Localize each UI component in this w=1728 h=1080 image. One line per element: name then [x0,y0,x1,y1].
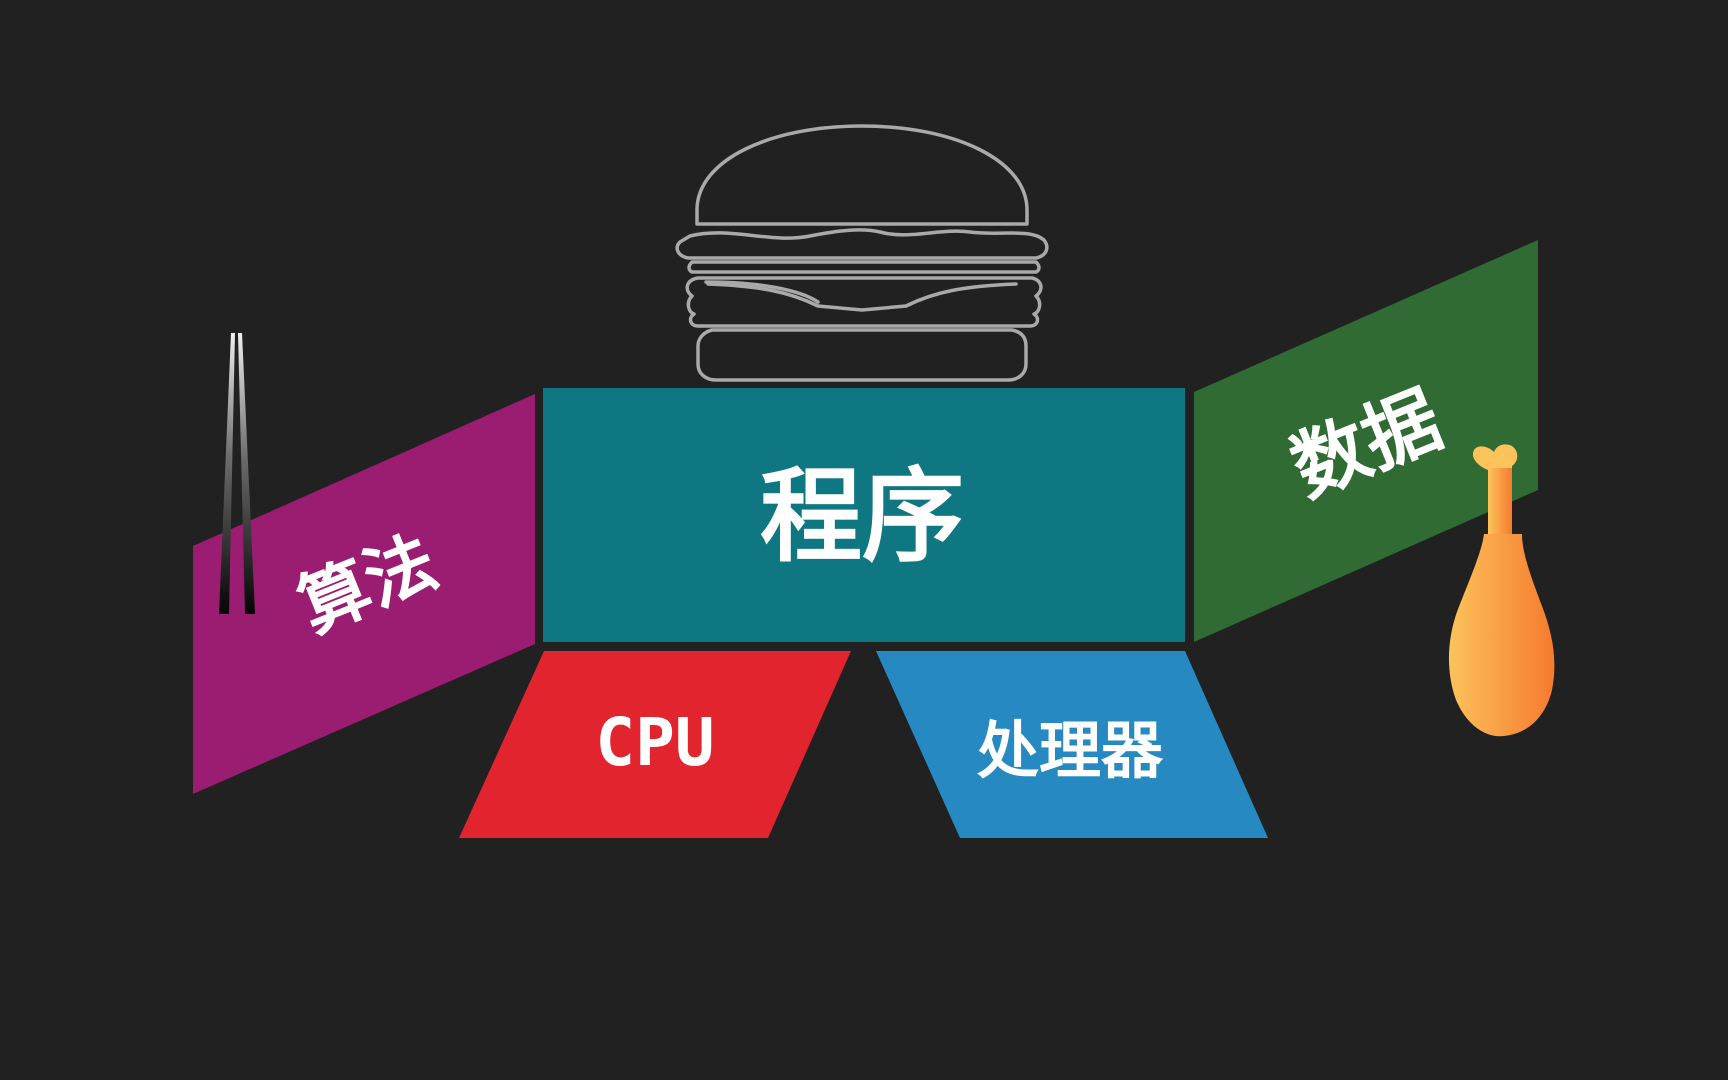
algorithm-block-shape [193,394,535,794]
processor-block: 处理器 [876,651,1268,838]
program-block: 程序 [543,388,1185,642]
hamburger-icon [675,124,1049,382]
chopstick-right [238,333,255,614]
data-block-shape [1194,240,1538,642]
program-label: 程序 [760,458,964,577]
chicken-drumstick-icon [1448,444,1555,737]
chopsticks-icon [219,333,255,614]
cpu-block-shape [459,651,851,838]
cpu-label: CPU [595,704,714,781]
data-block: 数据 [1194,240,1538,642]
program-block-shape [543,388,1185,642]
cpu-block: CPU [459,651,851,838]
chopstick-left [219,333,235,614]
algorithm-block: 算法 [193,394,535,794]
processor-block-shape [876,651,1268,838]
processor-label: 处理器 [977,714,1164,787]
